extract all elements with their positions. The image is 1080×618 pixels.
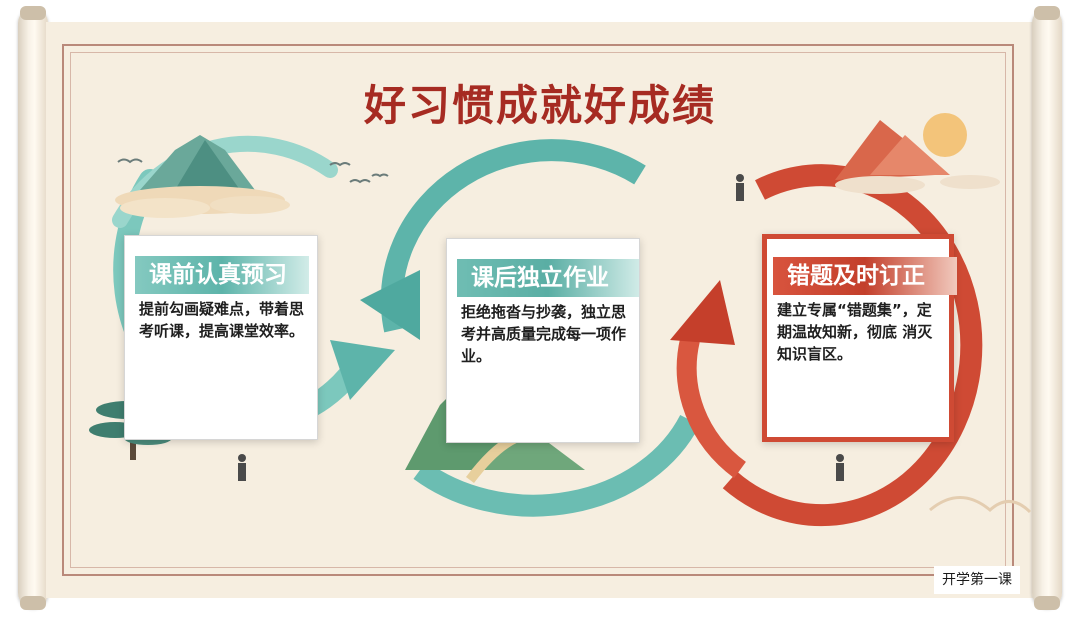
rod-cap-top bbox=[20, 6, 46, 20]
habit-card-corrections: 错题及时订正 建立专属“错题集”，定期温故知新，彻底 消灭知识盲区。 bbox=[762, 234, 957, 442]
rod-cap-top bbox=[1034, 6, 1060, 20]
cloud-icon bbox=[835, 175, 1032, 514]
habit-card-preview: 课前认真预习 提前勾画疑难点，带着思考听课，提高课堂效率。 bbox=[124, 235, 318, 440]
decorative-frame-inner bbox=[70, 52, 1006, 568]
card-heading: 错题及时订正 bbox=[773, 257, 957, 295]
rod-cap-bottom bbox=[1034, 596, 1060, 610]
card-heading: 课后独立作业 bbox=[457, 259, 639, 297]
scroll-rod-left bbox=[18, 6, 48, 610]
card-text: 建立专属“错题集”，定期温故知新，彻底 消灭知识盲区。 bbox=[777, 301, 933, 363]
cloud-icon bbox=[120, 196, 290, 218]
footer-label: 开学第一课 bbox=[934, 566, 1020, 594]
rod-cap-bottom bbox=[20, 596, 46, 610]
scroll-rod-right bbox=[1032, 6, 1062, 610]
card-text: 拒绝拖沓与抄袭，独立思考并高质量完成每一项作业。 bbox=[461, 303, 627, 365]
habit-card-homework: 课后独立作业 拒绝拖沓与抄袭，独立思考并高质量完成每一项作业。 bbox=[446, 238, 640, 443]
decorative-frame bbox=[62, 44, 1014, 576]
page-title: 好习惯成就好成绩 bbox=[363, 81, 716, 130]
bird-icon bbox=[117, 158, 389, 184]
arrow-icon bbox=[360, 139, 700, 517]
hiker-icon bbox=[238, 174, 844, 481]
card-heading: 课前认真预习 bbox=[135, 256, 309, 294]
card-text: 提前勾画疑难点，带着思考听课，提高课堂效率。 bbox=[139, 300, 305, 340]
